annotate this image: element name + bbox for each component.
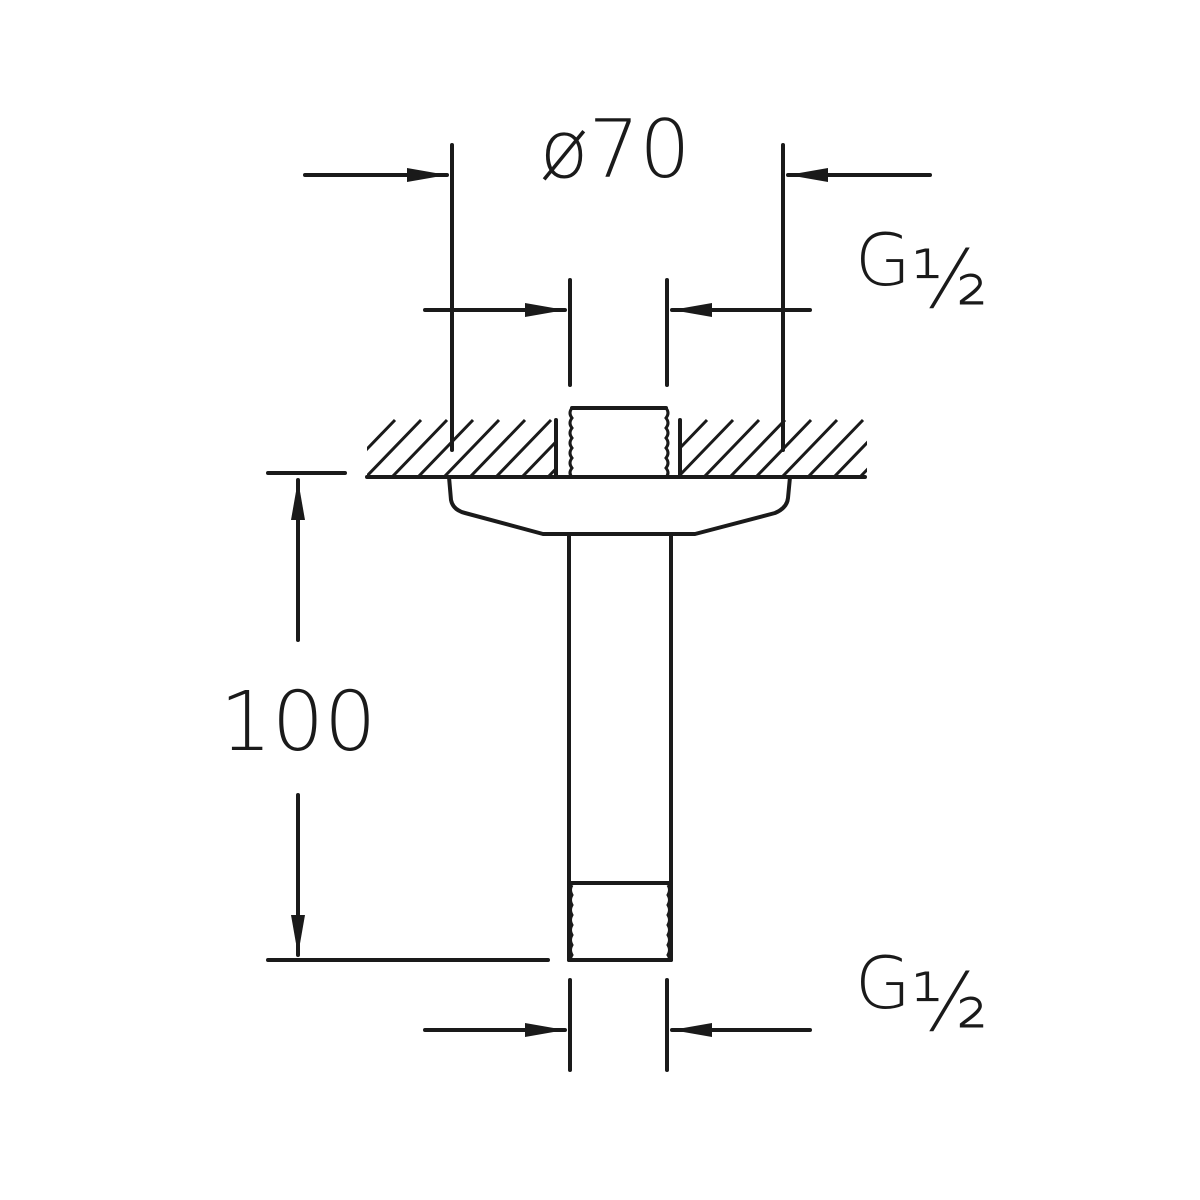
hatch-line	[390, 418, 449, 477]
hatch-line	[676, 418, 735, 477]
hatch-line	[832, 440, 867, 477]
top-threaded-stub	[568, 406, 670, 479]
hatch-line	[886, 420, 941, 477]
svg-text:G½: G½	[855, 941, 988, 1049]
arm-pipe	[567, 532, 673, 962]
svg-text:G½: G½	[855, 218, 988, 326]
hatch-line	[367, 418, 423, 477]
hatch-line	[858, 467, 867, 477]
top-thread-fraction: ½	[911, 233, 989, 326]
length-label: 100	[220, 675, 377, 770]
hatch-cutout	[558, 410, 678, 476]
hatch-line	[806, 418, 865, 477]
flange-diameter-label: ø70	[540, 103, 691, 196]
hatch-line	[468, 418, 527, 477]
hatch-line	[442, 418, 501, 477]
hatch-line	[416, 418, 475, 477]
hatch-line	[702, 418, 761, 477]
bottom-thread-dimension: G½	[423, 941, 988, 1072]
bottom-thread-fraction: ½	[911, 956, 989, 1049]
hatch-line	[494, 418, 553, 477]
hatch-line	[367, 418, 397, 452]
top-thread-dimension: G½	[423, 218, 988, 387]
hatch-line	[780, 418, 839, 477]
hatch-line	[728, 418, 787, 477]
length-dimension: 100	[220, 471, 550, 962]
top-thread-label: G	[855, 218, 911, 302]
flange-diameter-dimension: ø70	[303, 103, 932, 452]
bottom-thread-label: G	[855, 941, 911, 1025]
flange-cover	[447, 475, 792, 536]
